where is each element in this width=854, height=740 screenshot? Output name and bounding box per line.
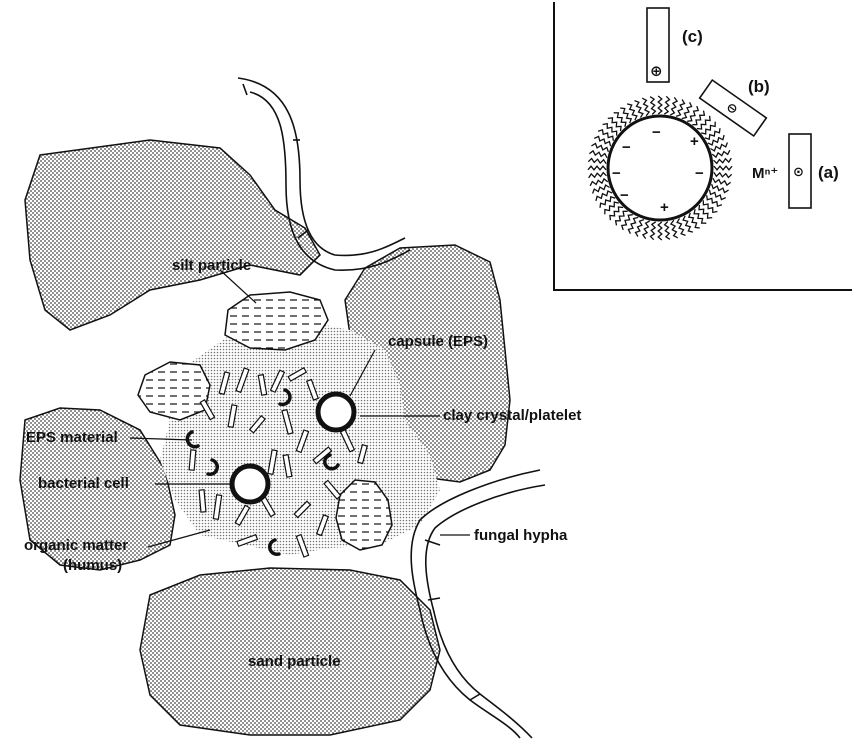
inset-charge-minus-left: − bbox=[622, 139, 631, 156]
inset-charge-minus-lower: − bbox=[620, 187, 629, 204]
label-sand-particle: sand particle bbox=[248, 653, 341, 670]
silt-particle-left bbox=[138, 362, 210, 420]
inset-charge-minus-left2: − bbox=[612, 165, 621, 182]
inset-cell-hair bbox=[605, 202, 619, 214]
silt-particle-top bbox=[225, 292, 328, 350]
inset-cell-hair bbox=[636, 220, 644, 237]
inset-charge-plus-bottom: + bbox=[660, 199, 669, 216]
inset-label-c: (c) bbox=[682, 27, 703, 46]
bacterial-cell-upper bbox=[318, 394, 354, 430]
inset-cell-hair bbox=[627, 104, 637, 120]
inset-label-b: (b) bbox=[748, 77, 770, 96]
label-clay-crystal: clay crystal/platelet bbox=[443, 407, 581, 424]
inset-cell-hair bbox=[643, 221, 650, 239]
inset-cell-hair bbox=[670, 97, 677, 115]
label-silt-particle: silt particle bbox=[172, 257, 251, 274]
inset-cell-hair bbox=[714, 158, 732, 163]
inset-cell-hair bbox=[676, 99, 684, 116]
inset-cell-hair bbox=[650, 97, 655, 115]
inset-cell-hair bbox=[598, 130, 613, 141]
inset-metal-ion: Mⁿ⁺ bbox=[752, 165, 778, 182]
inset-cell-hair bbox=[665, 222, 670, 240]
inset-cell-hair bbox=[588, 159, 606, 164]
inset-charge-minus-right: − bbox=[695, 165, 704, 182]
inset-cell-hair bbox=[658, 96, 662, 114]
label-eps-material: EPS material bbox=[26, 429, 118, 446]
inset-cell-hair bbox=[622, 215, 633, 230]
inset-cell-hair bbox=[608, 118, 621, 131]
inset-label-a: (a) bbox=[818, 163, 839, 182]
inset-cell-hair bbox=[712, 184, 729, 192]
inset-cell-hair bbox=[596, 191, 612, 201]
inset-cell-hair bbox=[588, 166, 606, 170]
bacterial-cell-lower bbox=[232, 466, 268, 502]
label-organic-matter: organic matter bbox=[24, 537, 128, 554]
inset-charge-plus-right: + bbox=[690, 133, 699, 150]
inset-platelet-a-charge: ⊙ bbox=[793, 164, 804, 179]
inset-cell-hair bbox=[664, 96, 669, 114]
inset-cell-hair bbox=[614, 113, 626, 127]
inset-cell-hair bbox=[701, 122, 715, 134]
inset-cell-hair bbox=[589, 151, 607, 158]
sand-particle-shape bbox=[140, 568, 440, 735]
inset-cell-hair bbox=[694, 209, 706, 223]
inset-panel: − + − − − − + ⊕ (c) ⊖ (b) ⊙ (a) Mⁿ⁺ bbox=[554, 2, 852, 290]
inset-cell-hair bbox=[591, 144, 608, 152]
inset-cell-hair bbox=[713, 178, 731, 185]
inset-cell-hair bbox=[714, 172, 732, 177]
label-fungal-hypha: fungal hypha bbox=[474, 527, 568, 544]
inset-cell-hair bbox=[699, 205, 712, 218]
label-bacterial-cell: bacterial cell bbox=[38, 475, 129, 492]
inset-cell-hair bbox=[610, 207, 623, 220]
label-organic-matter-humus: (humus) bbox=[63, 557, 122, 574]
inset-cell-hair bbox=[707, 195, 722, 206]
inset-cell-hair bbox=[714, 166, 732, 170]
inset-cell-hair bbox=[683, 216, 693, 232]
inset-cell-hair bbox=[697, 116, 710, 129]
inset-cell-hair bbox=[651, 222, 656, 240]
inset-charge-minus-top: − bbox=[652, 124, 661, 141]
inset-cell-hair bbox=[708, 135, 724, 145]
fungal-hypha-bottom bbox=[411, 470, 545, 738]
label-capsule: capsule (EPS) bbox=[388, 333, 488, 350]
inset-platelet-c-charge: ⊕ bbox=[650, 63, 663, 80]
inset-cell-hair bbox=[589, 173, 607, 178]
inset-cell-hair bbox=[658, 222, 662, 240]
inset-cell-hair bbox=[687, 106, 698, 121]
